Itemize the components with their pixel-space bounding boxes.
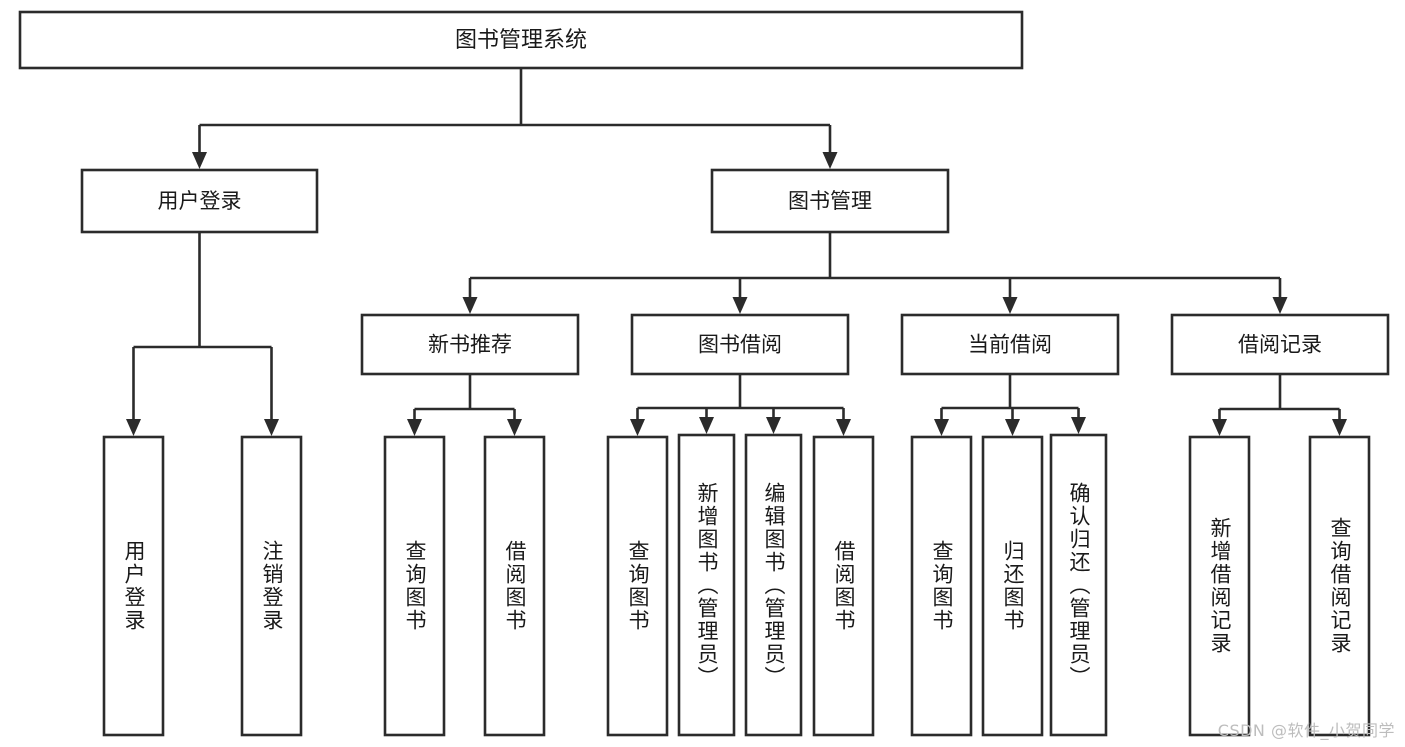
node-borrow-record[interactable]: 借阅记录	[1170, 313, 1390, 376]
arrow-head-icon	[1332, 419, 1347, 436]
arrow-head-icon	[1002, 297, 1018, 314]
node-box-leaf-confirm-return[interactable]	[1049, 433, 1108, 737]
node-leaf-confirm-return[interactable]	[1049, 433, 1108, 737]
node-leaf-borrow-book-1[interactable]	[483, 435, 546, 737]
node-current-borrow[interactable]: 当前借阅	[900, 313, 1120, 376]
arrow-head-icon	[1071, 417, 1086, 434]
node-label-borrow-record: 借阅记录	[1238, 333, 1322, 357]
node-box-leaf-query-book-1[interactable]	[383, 435, 446, 737]
node-root[interactable]: 图书管理系统	[18, 10, 1024, 70]
node-box-leaf-borrow-book-1[interactable]	[483, 435, 546, 737]
node-leaf-add-record[interactable]	[1188, 435, 1251, 737]
node-leaf-query-book-3[interactable]	[910, 435, 973, 737]
node-box-current-borrow[interactable]	[900, 313, 1120, 376]
node-box-leaf-edit-book[interactable]	[744, 433, 803, 737]
node-leaf-edit-book[interactable]	[744, 433, 803, 737]
arrow-head-icon	[699, 417, 714, 434]
node-label-book-management: 图书管理	[788, 189, 872, 213]
arrow-head-icon	[732, 297, 748, 314]
arrow-head-icon	[1005, 419, 1020, 436]
node-label-root: 图书管理系统	[455, 28, 587, 53]
node-box-leaf-logout[interactable]	[240, 435, 303, 737]
arrow-head-icon	[126, 419, 141, 436]
node-book-borrow[interactable]: 图书借阅	[630, 313, 850, 376]
arrow-head-icon	[507, 419, 522, 436]
arrow-head-icon	[1212, 419, 1227, 436]
arrow-head-icon	[1272, 297, 1288, 314]
arrow-head-icon	[822, 152, 838, 169]
node-box-leaf-add-book[interactable]	[677, 433, 736, 737]
arrow-head-icon	[766, 417, 781, 434]
node-box-leaf-borrow-book-2[interactable]	[812, 435, 875, 737]
node-box-leaf-query-book-2[interactable]	[606, 435, 669, 737]
watermark-text: CSDN @软件_小贺同学	[1217, 721, 1395, 740]
arrow-head-icon	[407, 419, 422, 436]
node-label-current-borrow: 当前借阅	[968, 333, 1052, 357]
node-user-login[interactable]: 用户登录	[80, 168, 319, 234]
node-box-leaf-user-login[interactable]	[102, 435, 165, 737]
node-box-book-management[interactable]	[710, 168, 950, 234]
arrow-head-icon	[264, 419, 279, 436]
arrow-head-icon	[836, 419, 851, 436]
node-leaf-user-login[interactable]	[102, 435, 165, 737]
node-leaf-query-record[interactable]	[1308, 435, 1371, 737]
arrow-head-icon	[630, 419, 645, 436]
node-leaf-return-book[interactable]	[981, 435, 1044, 737]
node-label-user-login: 用户登录	[158, 189, 242, 213]
node-box-book-borrow[interactable]	[630, 313, 850, 376]
node-box-new-book-recommend[interactable]	[360, 313, 580, 376]
node-leaf-add-book[interactable]	[677, 433, 736, 737]
node-box-leaf-add-record[interactable]	[1188, 435, 1251, 737]
node-box-borrow-record[interactable]	[1170, 313, 1390, 376]
node-leaf-borrow-book-2[interactable]	[812, 435, 875, 737]
node-box-leaf-query-record[interactable]	[1308, 435, 1371, 737]
node-label-new-book-recommend: 新书推荐	[428, 333, 512, 357]
arrow-head-icon	[192, 152, 207, 169]
arrow-head-icon	[462, 297, 478, 314]
arrow-head-icon	[934, 419, 949, 436]
node-book-management[interactable]: 图书管理	[710, 168, 950, 234]
node-box-root[interactable]	[18, 10, 1024, 70]
node-leaf-logout[interactable]	[240, 435, 303, 737]
node-box-leaf-query-book-3[interactable]	[910, 435, 973, 737]
node-leaf-query-book-2[interactable]	[606, 435, 669, 737]
node-box-user-login[interactable]	[80, 168, 319, 234]
node-leaf-query-book-1[interactable]	[383, 435, 446, 737]
node-box-leaf-return-book[interactable]	[981, 435, 1044, 737]
node-new-book-recommend[interactable]: 新书推荐	[360, 313, 580, 376]
node-label-book-borrow: 图书借阅	[698, 333, 782, 357]
